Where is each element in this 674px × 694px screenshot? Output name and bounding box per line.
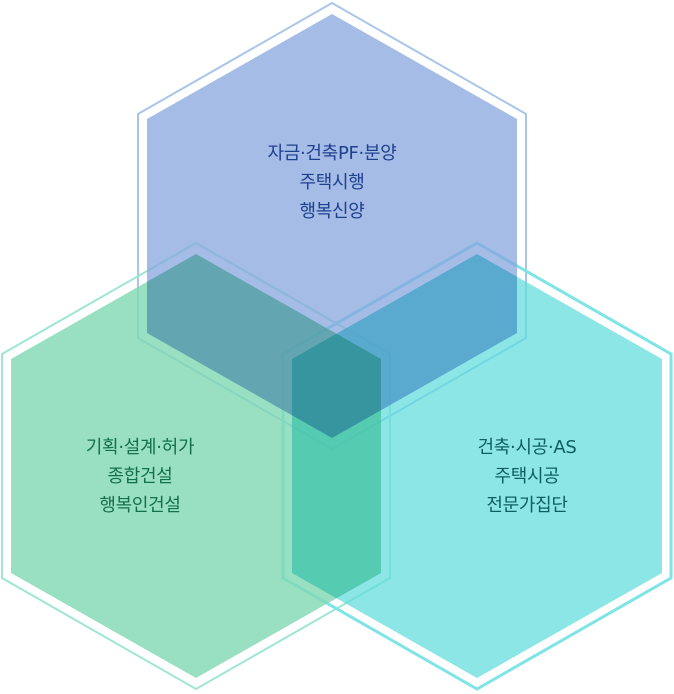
left-node-line-3: 행복인건설 bbox=[99, 495, 181, 516]
left-node-label: 기획·설계·허가 종합건설 행복인건설 bbox=[20, 433, 260, 520]
hexagon-left-fill bbox=[11, 254, 381, 678]
right-node-line-3: 전문가집단 bbox=[486, 495, 568, 516]
top-node-line-3: 행복신양 bbox=[299, 201, 365, 222]
right-node-label: 건축·시공·AS 주택시공 전문가집단 bbox=[407, 433, 647, 520]
left-node-line-1: 기획·설계·허가 bbox=[85, 437, 195, 458]
top-node-line-1: 자금·건축PF·분양 bbox=[267, 143, 397, 164]
right-node-line-2: 주택시공 bbox=[494, 466, 560, 487]
left-node-line-2: 종합건설 bbox=[107, 466, 173, 487]
top-node-label: 자금·건축PF·분양 주택시행 행복신양 bbox=[212, 139, 452, 226]
right-node-line-1: 건축·시공·AS bbox=[477, 437, 577, 458]
hexagon-right-fill bbox=[292, 254, 662, 678]
top-node-line-2: 주택시행 bbox=[299, 172, 365, 193]
